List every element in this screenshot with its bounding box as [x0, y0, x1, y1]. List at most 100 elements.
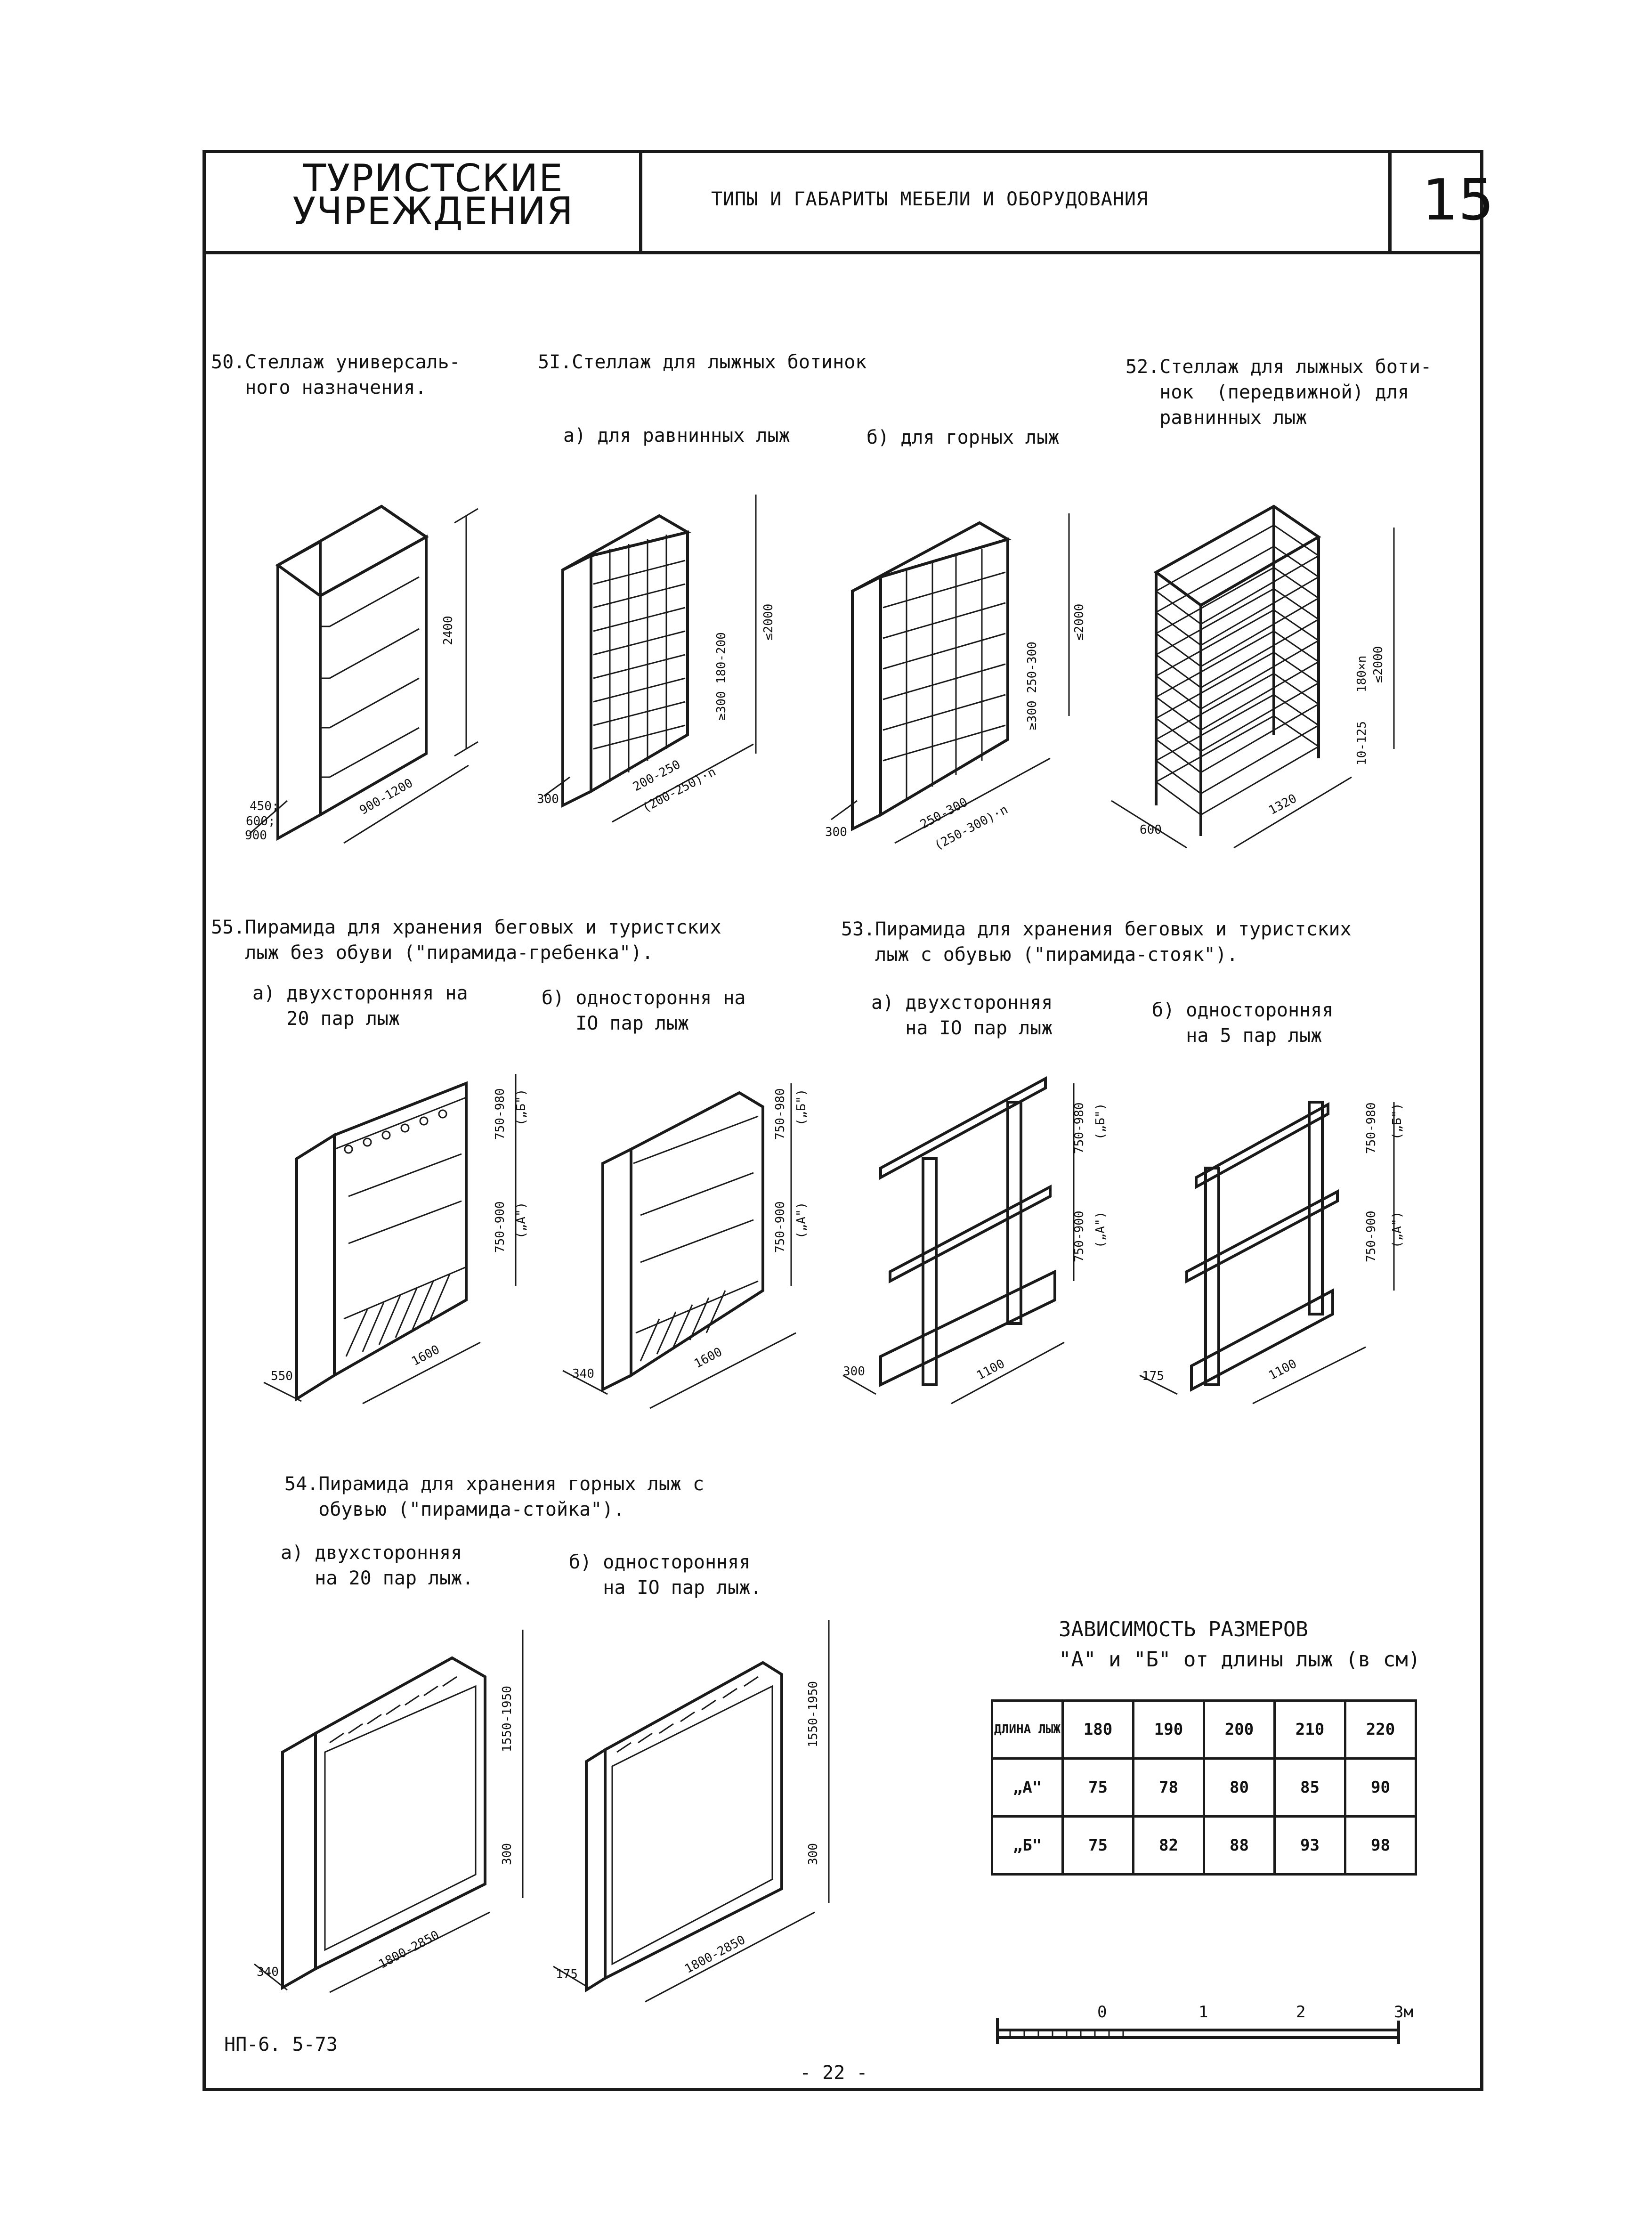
- title-block: ТУРИСТСКИЕ УЧРЕЖДЕНИЯ ТИПЫ И ГАБАРИТЫ МЕ…: [202, 150, 1494, 254]
- figure-54b-label: б) односторонняя на IО пар лыж.: [569, 1551, 762, 1599]
- dim-54a-base: 300: [500, 1843, 514, 1865]
- dim-50-height: 2400: [441, 616, 455, 645]
- dim-55a-b-label: („Б"): [514, 1089, 528, 1126]
- page-number: - 22 -: [800, 2062, 868, 2084]
- table-cell: 98: [1344, 1815, 1417, 1876]
- drawing-53b-ski-stand: [1139, 1101, 1395, 1405]
- table-row: „Б" 75 82 88 93 98: [991, 1815, 1417, 1876]
- dim-53b-b-label: („Б"): [1390, 1103, 1404, 1140]
- drawing-55a-ski-rack: [263, 1074, 517, 1405]
- sheet-frame: [202, 150, 1483, 2091]
- dim-53a-a: 750-900: [1072, 1210, 1086, 1262]
- table-row-label: „Б": [991, 1815, 1064, 1876]
- dim-54a-height: 1550-1950: [500, 1686, 514, 1752]
- dim-55b-width: 1600: [692, 1345, 724, 1371]
- document-code: НП-6. 5-73: [224, 2034, 338, 2055]
- table-cell: 82: [1132, 1815, 1205, 1876]
- table-header-cell: ДЛИНА ЛЫЖ: [991, 1699, 1064, 1760]
- dim-54b-width: 1800-2850: [682, 1933, 747, 1977]
- dim-51b-height: ≤2000: [1072, 604, 1086, 641]
- dim-51b-depth: 300: [825, 825, 847, 839]
- title-divider: [1388, 150, 1392, 254]
- table-cell: 85: [1273, 1757, 1346, 1818]
- dim-55b-a: 750-900: [773, 1201, 787, 1253]
- figure-55a-label: а) двухсторонняя на 20 пар лыж: [252, 983, 468, 1030]
- title-divider: [639, 150, 642, 254]
- figure-53-caption: 53.Пирамида для хранения беговых и турис…: [841, 918, 1352, 966]
- dim-53a-depth: 300: [843, 1364, 865, 1379]
- dim-53a-b: 750-980: [1072, 1102, 1086, 1154]
- dim-51b-cell: ≥300 250-300: [1025, 642, 1039, 730]
- scale-label: 2: [1296, 2003, 1306, 2022]
- dim-50-depth: 450;: [250, 799, 279, 813]
- figure-52-caption: 52.Стеллаж для лыжных боти- нок (передви…: [1126, 356, 1432, 429]
- table-cell: 88: [1203, 1815, 1276, 1876]
- table-row-label: „А": [991, 1757, 1064, 1818]
- dim-52-height: ≤2000: [1371, 646, 1385, 683]
- table-cell: 200: [1203, 1699, 1276, 1760]
- figure-55-caption: 55.Пирамида для хранения беговых и турис…: [211, 917, 721, 964]
- dim-55a-a: 750-900: [493, 1201, 507, 1253]
- figure-53a-label: а) двухсторонняя на IО пар лыж: [871, 992, 1053, 1039]
- section-title: ТУРИСТСКИЕ УЧРЕЖДЕНИЯ: [292, 156, 574, 233]
- figure-54-caption: 54.Пирамида для хранения горных лыж с об…: [284, 1473, 705, 1520]
- dim-55b-b-label: („Б"): [794, 1089, 809, 1126]
- figure-55b-label: б) одностороння на IО пар лыж: [542, 987, 746, 1034]
- figure-51-caption: 5I.Стеллаж для лыжных ботинок: [538, 351, 867, 373]
- figure-51b-label: б) для горных лыж: [866, 427, 1060, 448]
- table-cell: 180: [1061, 1699, 1134, 1760]
- table-cell: 75: [1061, 1757, 1134, 1818]
- scale-label: 0: [1097, 2003, 1107, 2022]
- dim-52-shelf: 180×n: [1355, 656, 1369, 692]
- dim-53a-width: 1100: [974, 1356, 1007, 1383]
- dim-53b-a-label: („А"): [1390, 1211, 1404, 1248]
- dim-55a-depth: 550: [271, 1369, 293, 1383]
- dim-52-clearance: 10-125: [1355, 721, 1369, 765]
- scale-label: 1: [1199, 2003, 1208, 2022]
- table-cell: 220: [1344, 1699, 1417, 1760]
- table-cell: 78: [1132, 1757, 1205, 1818]
- dim-53b-a: 750-900: [1364, 1210, 1378, 1262]
- dim-53a-a-label: („А"): [1093, 1211, 1108, 1248]
- dim-52-depth: 600: [1140, 823, 1162, 837]
- dim-50-depth: 600;: [246, 814, 275, 828]
- dim-53b-width: 1100: [1266, 1356, 1299, 1383]
- drawing-54a-ski-stand: [254, 1630, 524, 1993]
- drawing-55b-ski-rack: [562, 1083, 796, 1409]
- drawing-51a-boot-rack: [543, 495, 757, 823]
- dim-52-width: 1320: [1266, 791, 1299, 818]
- dim-54b-height: 1550-1950: [806, 1681, 820, 1747]
- dim-53b-b: 750-980: [1364, 1102, 1378, 1154]
- dim-50-width: 900-1200: [357, 776, 415, 818]
- table-cell: 80: [1203, 1757, 1276, 1818]
- dim-53b-depth: 175: [1142, 1369, 1164, 1383]
- drawing-51b-boot-rack: [831, 513, 1070, 844]
- dim-53a-b-label: („Б"): [1093, 1103, 1108, 1140]
- figure-50-caption: 50.Стеллаж универсаль- ного назначения.: [211, 351, 461, 398]
- figure-54a-label: а) двухсторонняя на 20 пар лыж.: [281, 1542, 474, 1589]
- figure-51a-label: а) для равнинных лыж: [563, 425, 790, 447]
- table-cell: 75: [1061, 1815, 1134, 1876]
- scale-bar: [996, 2018, 1400, 2044]
- dim-55a-b: 750-980: [493, 1088, 507, 1140]
- table-row: ДЛИНА ЛЫЖ 180 190 200 210 220: [991, 1699, 1417, 1760]
- scale-label: 3м: [1394, 2003, 1413, 2022]
- table-cell: 90: [1344, 1757, 1417, 1818]
- drawing-52-mobile-rack: [1111, 504, 1395, 849]
- size-table-title: ЗАВИСИМОСТЬ РАЗМЕРОВ "А" и "Б" от длины …: [1059, 1617, 1421, 1672]
- figure-53b-label: б) односторонняя на 5 пар лыж: [1152, 999, 1334, 1047]
- drawing-50-shelf: [249, 504, 478, 844]
- dim-54a-depth: 340: [257, 1965, 279, 1979]
- table-cell: 190: [1132, 1699, 1205, 1760]
- dim-54b-base: 300: [806, 1843, 820, 1865]
- sheet-title: ТИПЫ И ГАБАРИТЫ МЕБЕЛИ И ОБОРУДОВАНИЯ: [711, 188, 1149, 210]
- dim-50-depth: 900: [245, 828, 267, 843]
- dim-55b-depth: 340: [572, 1367, 594, 1381]
- dim-51a-height: ≤2000: [761, 604, 776, 641]
- table-cell: 93: [1273, 1815, 1346, 1876]
- drawing-54b-ski-stand: [553, 1620, 830, 2003]
- table-cell: 210: [1273, 1699, 1346, 1760]
- size-table: ДЛИНА ЛЫЖ 180 190 200 210 220 „А" 75 78 …: [991, 1699, 1417, 1876]
